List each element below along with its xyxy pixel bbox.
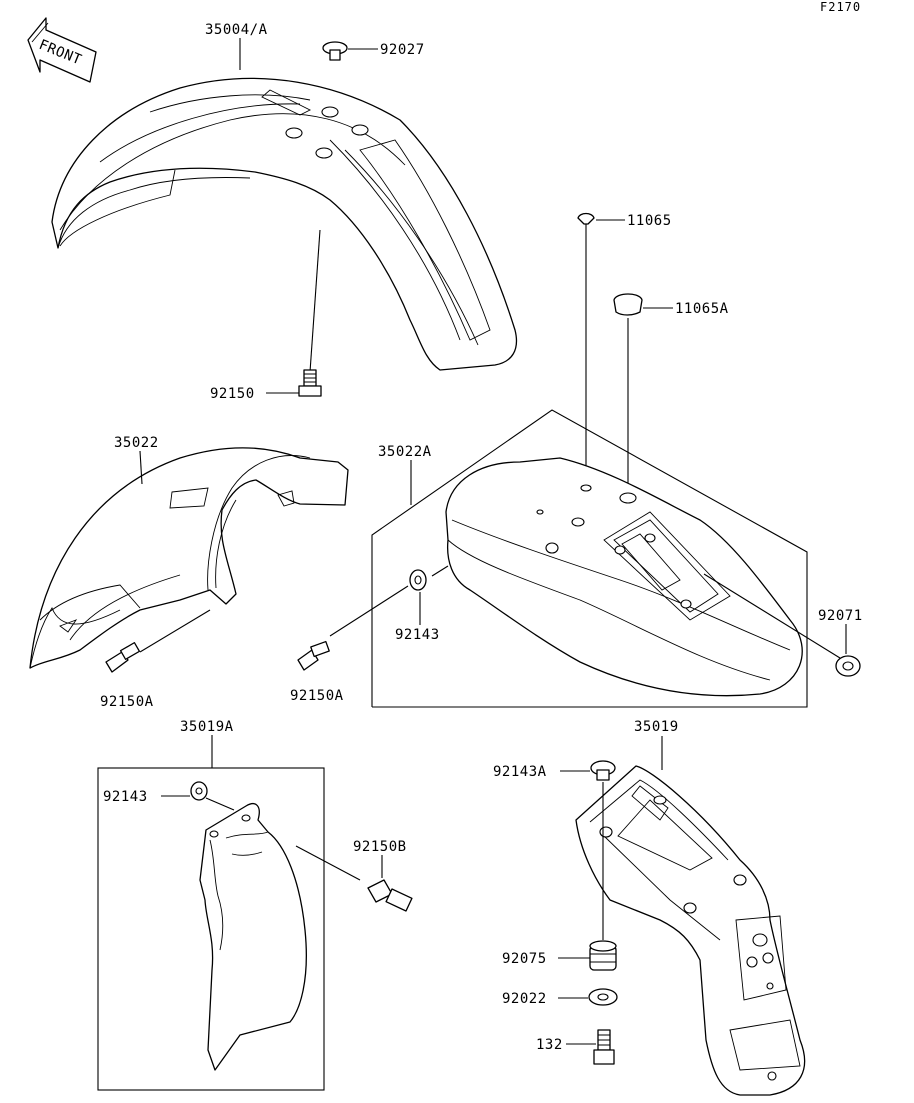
front-fender bbox=[51, 77, 518, 371]
mud-guard-35019A bbox=[199, 803, 307, 1071]
box-35019A bbox=[97, 767, 325, 1091]
label-92150A-left: 92150A bbox=[100, 694, 154, 710]
label-11065A: 11065A bbox=[675, 301, 729, 317]
bolt-92150A-left bbox=[105, 642, 141, 673]
plug-11065A bbox=[613, 293, 643, 316]
washer-92022 bbox=[588, 988, 618, 1006]
label-35019: 35019 bbox=[634, 719, 679, 735]
label-35022A: 35022A bbox=[378, 444, 432, 460]
label-92027: 92027 bbox=[380, 42, 425, 58]
label-35019A: 35019A bbox=[180, 719, 234, 735]
collar-92143A bbox=[590, 760, 616, 781]
label-92075: 92075 bbox=[502, 951, 547, 967]
rear-fender-35022 bbox=[29, 447, 349, 669]
washer-92143-upper bbox=[409, 569, 427, 591]
label-35022: 35022 bbox=[114, 435, 159, 451]
label-92150A-center: 92150A bbox=[290, 688, 344, 704]
rear-fender-35022A bbox=[445, 457, 803, 697]
label-92150B: 92150B bbox=[353, 839, 407, 855]
label-92143A: 92143A bbox=[493, 764, 547, 780]
label-35004A: 35004/A bbox=[205, 22, 268, 38]
washer-92143-lower bbox=[190, 781, 208, 801]
rear-bracket-35019 bbox=[575, 765, 806, 1096]
grommet-92027 bbox=[322, 41, 348, 61]
label-92071: 92071 bbox=[818, 608, 863, 624]
bolt-92150A-center bbox=[297, 640, 330, 671]
label-92143-upper: 92143 bbox=[395, 627, 440, 643]
front-arrow-icon: FRONT bbox=[27, 17, 97, 83]
damper-92075 bbox=[589, 940, 617, 971]
plug-11065 bbox=[577, 212, 595, 225]
bolt-92150 bbox=[298, 369, 322, 397]
diagram-code: F2170 bbox=[820, 0, 861, 14]
label-92022: 92022 bbox=[502, 991, 547, 1007]
label-92150: 92150 bbox=[210, 386, 255, 402]
label-92143-lower: 92143 bbox=[103, 789, 148, 805]
bolt-92150B bbox=[367, 879, 413, 912]
label-11065: 11065 bbox=[627, 213, 672, 229]
grommet-92071 bbox=[835, 655, 861, 677]
label-132: 132 bbox=[536, 1037, 563, 1053]
bolt-132 bbox=[593, 1029, 615, 1065]
